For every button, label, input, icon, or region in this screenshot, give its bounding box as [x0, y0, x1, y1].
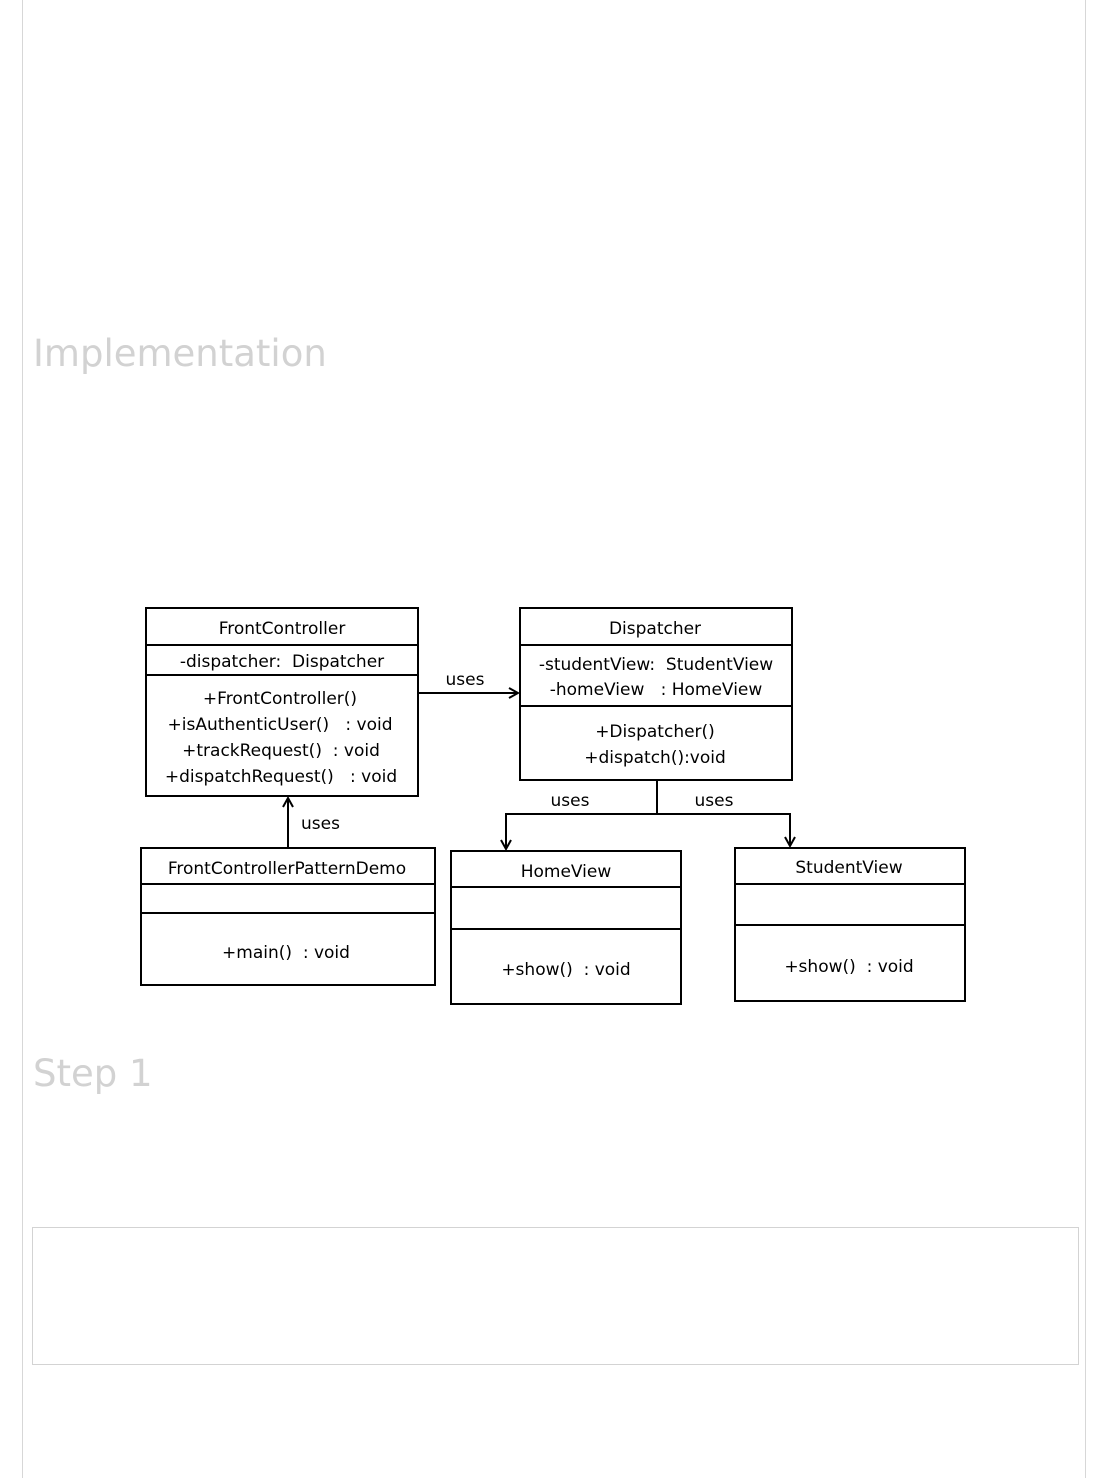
class-name: Dispatcher	[609, 619, 701, 639]
class-front-controller: FrontController -dispatcher: Dispatcher …	[145, 607, 419, 797]
class-method: +trackRequest() : void	[182, 741, 380, 761]
class-attribute: -studentView: StudentView	[539, 655, 773, 675]
page-frame	[22, 0, 1086, 1478]
uml-class-diagram: FrontController -dispatcher: Dispatcher …	[140, 607, 966, 1005]
class-attribute: -homeView : HomeView	[550, 680, 763, 700]
class-method: +dispatchRequest() : void	[165, 767, 397, 787]
relation-label: uses	[446, 670, 485, 690]
class-name: HomeView	[521, 862, 612, 882]
class-name: FrontController	[219, 619, 346, 639]
step-1-heading: Step 1	[33, 1052, 153, 1095]
relation-label: uses	[695, 791, 734, 811]
relation-demo-to-fc: uses	[288, 798, 340, 848]
class-home-view: HomeView +show() : void	[450, 850, 682, 1005]
class-name: FrontControllerPatternDemo	[168, 859, 406, 879]
class-method: +show() : void	[784, 957, 913, 977]
class-attribute: -dispatcher: Dispatcher	[180, 652, 384, 672]
class-dispatcher: Dispatcher -studentView: StudentView -ho…	[519, 607, 793, 781]
class-method: +isAuthenticUser() : void	[168, 715, 393, 735]
class-box	[519, 607, 793, 781]
code-block[interactable]	[32, 1227, 1079, 1365]
class-student-view: StudentView +show() : void	[734, 847, 966, 1002]
class-box	[145, 607, 419, 797]
class-front-controller-pattern-demo: FrontControllerPatternDemo +main() : voi…	[140, 847, 436, 986]
implementation-heading: Implementation	[33, 332, 327, 375]
class-method: +Dispatcher()	[595, 722, 715, 742]
relation-label: uses	[551, 791, 590, 811]
class-method: +FrontController()	[203, 689, 357, 709]
association-arrow-student	[657, 813, 790, 846]
association-arrow-home	[506, 780, 658, 849]
class-name: StudentView	[795, 858, 902, 878]
relation-fc-to-dispatcher: uses	[418, 670, 518, 693]
relation-dispatcher-to-views: uses uses	[506, 780, 790, 849]
class-method: +dispatch():void	[584, 748, 726, 768]
class-method: +main() : void	[222, 943, 350, 963]
relation-label: uses	[301, 814, 340, 834]
class-method: +show() : void	[501, 960, 630, 980]
class-box	[140, 847, 436, 986]
class-box	[450, 850, 682, 1005]
